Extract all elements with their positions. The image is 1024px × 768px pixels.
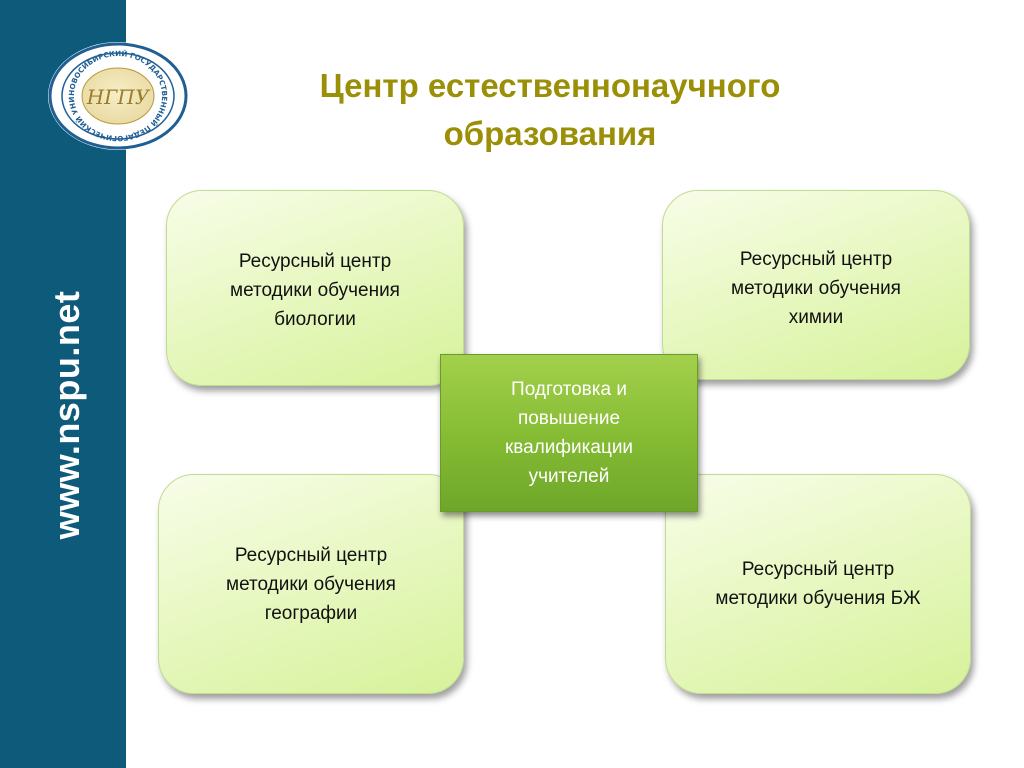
node-biology-line-1: Ресурсный центр <box>238 251 392 272</box>
title-line-1: Центр естественнонаучного <box>319 67 781 104</box>
node-chemistry-line-3: химии <box>788 307 844 328</box>
node-chemistry-line-2: методики обучения <box>731 278 901 299</box>
center-node: Подготовка и повышение квалификации учит… <box>440 354 698 512</box>
logo-monogram: НГПУ <box>86 85 151 109</box>
center-node-line-2: повышение <box>517 408 621 429</box>
page-title: Центр естественнонаучного образования <box>250 62 850 158</box>
university-logo: НОВОСИБИРСКИЙ ГОСУДАРСТВЕННЫЙ ПЕДАГОГИЧЕ… <box>46 40 188 150</box>
node-safety-line-2: методики обучения БЖ <box>715 588 921 609</box>
node-safety: Ресурсный центр методики обучения БЖ <box>665 474 971 694</box>
node-geography-line-2: методики обучения <box>226 573 396 595</box>
center-node-line-1: Подготовка и <box>511 379 627 400</box>
node-safety-line-1: Ресурсный центр <box>741 559 895 580</box>
title-line-2: образования <box>443 115 657 152</box>
center-node-line-4: учителей <box>528 466 610 487</box>
site-url[interactable]: www.nspu.net <box>46 290 87 540</box>
node-geography-line-3: географии <box>264 602 358 624</box>
node-geography-line-1: Ресурсный центр <box>234 544 388 566</box>
center-node-line-3: квалификации <box>504 437 634 458</box>
node-geography: Ресурсный центр методики обучения геогра… <box>158 474 464 694</box>
node-biology-line-3: биологии <box>274 309 356 330</box>
node-chemistry: Ресурсный центр методики обучения химии <box>662 190 970 380</box>
node-chemistry-line-1: Ресурсный центр <box>739 249 893 270</box>
node-biology-line-2: методики обучения <box>230 280 400 301</box>
node-biology: Ресурсный центр методики обучения биолог… <box>166 190 464 386</box>
